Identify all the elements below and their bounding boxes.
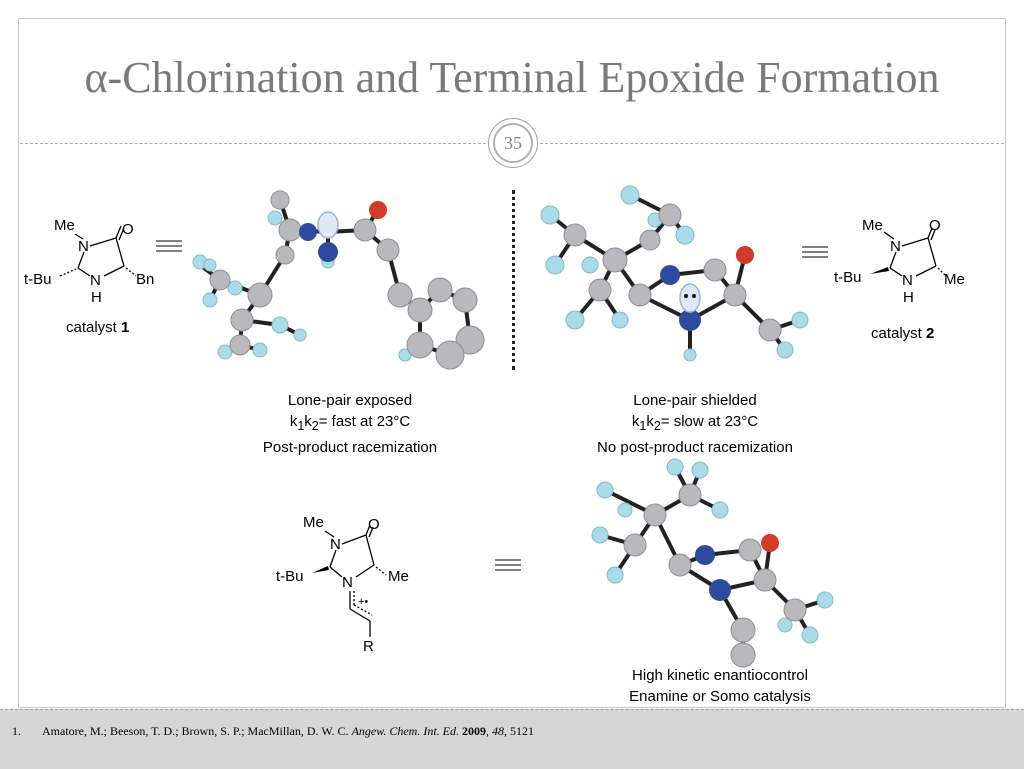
catalyst-2-label: catalyst 2 [871, 325, 934, 342]
catalyst-1-k2: k [304, 413, 312, 430]
catalyst-2-caption-line1: Lone-pair shielded [633, 392, 757, 409]
equivalence-symbol-1 [156, 240, 182, 252]
catalyst-2-n-label: N [890, 238, 901, 255]
catalyst-2-structure: Me O N t-Bu Me N H [834, 217, 965, 306]
radical-cation-oxygen-label: O [368, 516, 380, 533]
radical-cation-n1-label: N [330, 536, 341, 553]
catalyst-1-caption-line3: Post-product racemization [262, 439, 438, 456]
panel-divider [512, 190, 515, 370]
catalyst-2-me-label: Me [862, 217, 883, 234]
catalyst-1-label: catalyst 1 [66, 319, 129, 336]
catalyst-2-k1: k [631, 413, 640, 430]
radical-cation-r-label: R [363, 638, 374, 655]
radical-cation-n2-label: N [342, 574, 353, 591]
catalyst-1-nh-h-label: H [91, 289, 102, 306]
catalyst-1-3d-model [192, 190, 485, 370]
catalyst-2-number: 2 [926, 325, 935, 342]
catalyst-2-caption-line3: No post-product racemization [597, 439, 793, 456]
radical-cation-caption-line2: Enamine or Somo catalysis [629, 688, 811, 705]
radical-cation-me-label: Me [303, 514, 324, 531]
catalyst-1-caption: Lone-pair exposed k1k2= fast at 23°C Pos… [220, 390, 480, 458]
radical-cation-3d-model [591, 458, 834, 668]
reference-citation: 1. Amatore, M.; Beeson, T. D.; Brown, S. … [12, 724, 534, 738]
catalyst-1-nh-n-label: N [90, 272, 101, 289]
catalyst-2-caption-line2: k1k2= slow at 23°C [565, 411, 825, 437]
catalyst-2-label-text: catalyst [871, 325, 927, 342]
title-rule-left [20, 143, 486, 144]
reference-year: 2009 [462, 724, 486, 738]
catalyst-2-3d-model [540, 185, 809, 362]
slide-title: α-Chlorination and Terminal Epoxide Form… [84, 53, 940, 102]
catalyst-1-tbu-label: t-Bu [24, 271, 52, 288]
catalyst-2-rate: = slow at 23°C [660, 413, 759, 430]
catalyst-1-rate: = fast at 23°C [318, 413, 411, 430]
catalyst-2-bonds [883, 227, 947, 277]
catalyst-1-label-text: catalyst [66, 319, 122, 336]
catalyst-2-oxygen-label: O [929, 217, 941, 234]
catalyst-1-n-label: N [78, 238, 89, 255]
reference-journal: Angew. Chem. Int. Ed. [351, 724, 459, 738]
radical-cation-tbu-label: t-Bu [276, 568, 304, 585]
reference-volume: 48 [492, 724, 504, 738]
radical-cation-charge: +• [358, 596, 368, 608]
reference-pages: , 5121 [504, 724, 534, 738]
equivalence-symbol-2 [802, 246, 828, 258]
slide-frame [18, 18, 1006, 708]
catalyst-2-nh-h-label: H [903, 289, 914, 306]
catalyst-2-k2-sub: 2 [653, 419, 661, 433]
catalyst-1-caption-line1: Lone-pair exposed [287, 392, 413, 409]
page-number-badge: 35 [488, 118, 538, 168]
catalyst-1-k2-sub: 2 [311, 419, 319, 433]
catalyst-1-k1-sub: 1 [297, 419, 305, 433]
reference-footer: 1. Amatore, M.; Beeson, T. D.; Brown, S. … [0, 709, 1024, 769]
catalyst-2-wedge-bond [870, 267, 889, 274]
radical-cation-wedge-bond [312, 566, 329, 573]
catalyst-2-me2-label: Me [944, 271, 965, 288]
catalyst-1-bn-label: Bn [136, 271, 154, 288]
equivalence-symbol-3 [495, 559, 521, 571]
title-rule-right [540, 143, 1004, 144]
catalyst-1-k1: k [289, 413, 298, 430]
catalyst-2-nh-n-label: N [902, 272, 913, 289]
catalyst-1-structure: Me O N t-Bu Bn N H [24, 217, 154, 306]
page-number: 35 [493, 123, 533, 163]
catalyst-2-caption: Lone-pair shielded k1k2= slow at 23°C No… [565, 390, 825, 458]
radical-cation-caption: High kinetic enantiocontrol Enamine or S… [590, 665, 850, 707]
catalyst-1-oxygen-label: O [122, 221, 134, 238]
catalyst-2-k1-sub: 1 [639, 419, 647, 433]
catalyst-1-bonds [59, 225, 137, 277]
radical-cation-structure: Me O N t-Bu Me N +• R [276, 514, 409, 655]
reference-number: 1. [12, 724, 21, 738]
catalyst-2-k2: k [646, 413, 654, 430]
catalyst-1-me-label: Me [54, 217, 75, 234]
catalyst-1-caption-line2: k1k2= fast at 23°C [220, 411, 480, 437]
reference-authors: Amatore, M.; Beeson, T. D.; Brown, S. P.… [42, 724, 352, 738]
catalyst-1-number: 1 [121, 319, 130, 336]
radical-cation-bonds [324, 524, 387, 637]
radical-cation-caption-line1: High kinetic enantiocontrol [632, 667, 808, 684]
catalyst-2-tbu-label: t-Bu [834, 269, 862, 286]
radical-cation-me2-label: Me [388, 568, 409, 585]
